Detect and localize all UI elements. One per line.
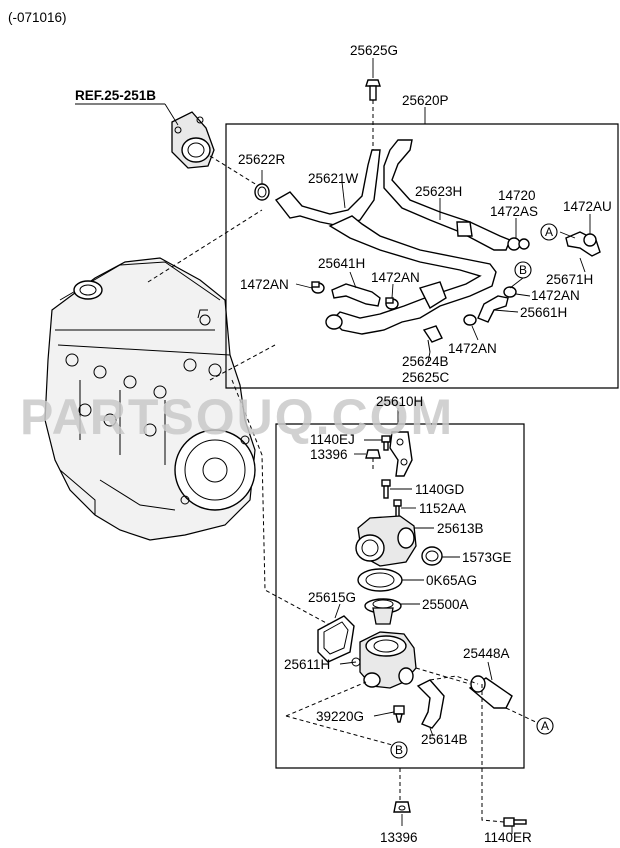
label-25613B[interactable]: 25613B bbox=[437, 521, 484, 536]
nut-13396-upper bbox=[365, 449, 381, 459]
o-ring-25622R bbox=[254, 183, 270, 201]
water-pipe-assembly bbox=[274, 139, 511, 335]
bolt-1140GD bbox=[381, 479, 391, 499]
thermostat-bracket bbox=[389, 431, 413, 477]
svg-text:A: A bbox=[541, 719, 549, 733]
label-39220G[interactable]: 39220G bbox=[316, 709, 364, 724]
callout-a-top: A bbox=[540, 223, 558, 241]
water-inlet-housing-25611H bbox=[351, 631, 417, 689]
label-25615G[interactable]: 25615G bbox=[308, 590, 356, 605]
seal-1573GE bbox=[421, 546, 443, 566]
label-25621W[interactable]: 25621W bbox=[308, 171, 359, 186]
label-1472AN-b[interactable]: 1472AN bbox=[240, 277, 289, 292]
thermostat-25500A bbox=[364, 598, 402, 625]
label-25624B[interactable]: 25624B bbox=[402, 354, 449, 369]
clamp-1472AN-lower bbox=[463, 314, 477, 326]
label-25661H[interactable]: 25661H bbox=[520, 305, 567, 320]
date-code: (-071016) bbox=[8, 10, 67, 25]
label-25620P[interactable]: 25620P bbox=[402, 93, 449, 108]
label-25623H[interactable]: 25623H bbox=[415, 184, 462, 199]
label-13396-b[interactable]: 13396 bbox=[380, 830, 418, 845]
ref-label[interactable]: REF.25-251B bbox=[75, 88, 156, 103]
bolt-1152AA bbox=[393, 499, 402, 519]
lower-group-frame bbox=[275, 423, 525, 769]
svg-text:B: B bbox=[519, 263, 527, 277]
label-25625G[interactable]: 25625G bbox=[350, 43, 398, 58]
bolt-1140ER bbox=[503, 817, 527, 827]
nut-13396-lower bbox=[393, 801, 411, 813]
upper-group-frame bbox=[225, 123, 619, 389]
label-14720[interactable]: 14720 bbox=[498, 188, 536, 203]
label-1140ER[interactable]: 1140ER bbox=[484, 830, 532, 845]
label-25641H[interactable]: 25641H bbox=[318, 256, 365, 271]
svg-text:B: B bbox=[395, 743, 403, 757]
clamp-1472AN-mid bbox=[385, 297, 399, 310]
engine-block-illustration bbox=[44, 257, 256, 541]
label-1472AS[interactable]: 1472AS bbox=[490, 204, 538, 219]
callout-b-bottom: B bbox=[390, 741, 408, 759]
gasket-0K65AG bbox=[357, 568, 403, 592]
watermark: PARTSOUQ.COM bbox=[20, 389, 454, 445]
label-1152AA[interactable]: 1152AA bbox=[419, 501, 466, 516]
pipe-25448A bbox=[468, 675, 513, 709]
label-0K65AG[interactable]: 0K65AG bbox=[426, 573, 477, 588]
label-1140EJ[interactable]: 1140EJ bbox=[310, 432, 355, 447]
clamp-1472AN-right bbox=[503, 286, 517, 298]
sensor-39220G bbox=[393, 705, 405, 723]
thermostat-housing-25613B bbox=[355, 515, 417, 567]
hose-25661H bbox=[477, 295, 509, 323]
bracket-25624B bbox=[422, 325, 443, 353]
callout-b-top: B bbox=[514, 261, 532, 279]
svg-text:A: A bbox=[545, 225, 553, 239]
label-25611H[interactable]: 25611H bbox=[284, 657, 330, 672]
callout-a-bottom: A bbox=[536, 717, 554, 735]
label-25448A[interactable]: 25448A bbox=[463, 646, 510, 661]
label-25610H[interactable]: 25610H bbox=[376, 394, 423, 409]
gasket-25615G bbox=[317, 615, 355, 663]
label-25625C[interactable]: 25625C bbox=[402, 370, 450, 385]
label-1573GE[interactable]: 1573GE bbox=[462, 550, 512, 565]
bolt-1140EJ bbox=[381, 435, 391, 451]
clamp-14720 bbox=[507, 237, 530, 251]
label-1472AN-a[interactable]: 1472AN bbox=[371, 270, 420, 285]
label-1472AU[interactable]: 1472AU bbox=[563, 199, 612, 214]
clamp-1472AN-left bbox=[311, 281, 325, 294]
label-13396-a[interactable]: 13396 bbox=[310, 447, 348, 462]
label-1140GD[interactable]: 1140GD bbox=[415, 482, 465, 497]
label-25614B[interactable]: 25614B bbox=[421, 732, 468, 747]
hose-25614B bbox=[416, 679, 445, 729]
label-1472AN-d[interactable]: 1472AN bbox=[448, 341, 497, 356]
reference-flange bbox=[171, 111, 266, 191]
label-1472AN-c[interactable]: 1472AN bbox=[531, 288, 580, 303]
label-25671H[interactable]: 25671H bbox=[546, 272, 593, 287]
label-25622R[interactable]: 25622R bbox=[238, 152, 286, 167]
label-25500A[interactable]: 25500A bbox=[422, 597, 469, 612]
clamp-1472AU bbox=[583, 233, 597, 247]
hose-25641H bbox=[331, 283, 381, 307]
